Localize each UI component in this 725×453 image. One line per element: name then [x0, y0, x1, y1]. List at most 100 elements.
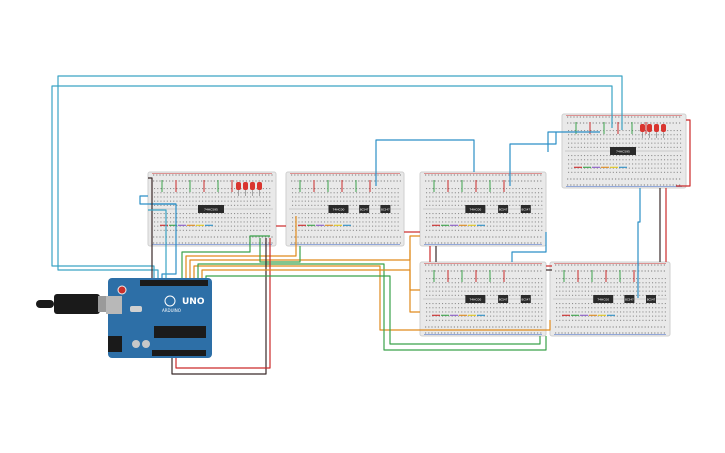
strip-hole	[333, 200, 335, 202]
strip-hole	[474, 229, 476, 231]
strip-hole	[221, 213, 223, 215]
rail-hole	[265, 236, 267, 238]
strip-hole	[596, 159, 598, 161]
strip-hole	[394, 225, 396, 227]
rail-hole	[599, 264, 601, 266]
rail-hole	[236, 236, 238, 238]
strip-hole	[556, 290, 558, 292]
strip-hole	[499, 278, 501, 280]
strip-hole	[388, 200, 390, 202]
strip-hole	[648, 311, 650, 313]
strip-hole	[676, 130, 678, 132]
strip-hole	[269, 196, 271, 198]
strip-hole	[499, 319, 501, 321]
rail-hole	[583, 332, 585, 334]
rail-hole	[567, 178, 569, 180]
strip-hole	[580, 163, 582, 165]
rail-hole	[191, 236, 193, 238]
strip-hole	[435, 303, 437, 305]
strip-hole	[454, 311, 456, 313]
strip-hole	[600, 311, 602, 313]
strip-hole	[250, 225, 252, 227]
rail-hole	[245, 180, 247, 182]
rail-hole	[201, 242, 203, 244]
strip-hole	[438, 278, 440, 280]
rail-hole	[374, 174, 376, 176]
strip-hole	[384, 229, 386, 231]
strip-hole	[673, 142, 675, 144]
strip-hole	[616, 294, 618, 296]
rail-hole	[619, 332, 621, 334]
rail-hole	[239, 180, 241, 182]
strip-hole	[680, 171, 682, 173]
strip-hole	[368, 213, 370, 215]
rail-hole	[469, 326, 471, 328]
strip-hole	[638, 142, 640, 144]
rail-hole	[514, 174, 516, 176]
reset-button-icon[interactable]	[117, 285, 127, 295]
strip-hole	[506, 229, 508, 231]
strip-hole	[584, 307, 586, 309]
strip-hole	[660, 155, 662, 157]
strip-hole	[256, 225, 258, 227]
rail-hole	[431, 332, 433, 334]
strip-hole	[525, 217, 527, 219]
strip-hole	[652, 290, 654, 292]
strip-hole	[636, 278, 638, 280]
strip-hole	[195, 221, 197, 223]
strip-hole	[435, 294, 437, 296]
strip-hole	[438, 196, 440, 198]
rail-hole	[220, 242, 222, 244]
rail-hole	[659, 116, 661, 118]
strip-hole	[616, 134, 618, 136]
rail-hole	[605, 122, 607, 124]
strip-hole	[458, 286, 460, 288]
rail-hole	[508, 332, 510, 334]
strip-hole	[648, 134, 650, 136]
strip-hole	[477, 286, 479, 288]
strip-hole	[432, 319, 434, 321]
strip-hole	[262, 225, 264, 227]
strip-hole	[314, 225, 316, 227]
strip-hole	[538, 217, 540, 219]
strip-hole	[378, 221, 380, 223]
strip-hole	[512, 319, 514, 321]
strip-hole	[636, 307, 638, 309]
arduino-uno-board[interactable]: UNO ARDUINO	[36, 278, 212, 358]
strip-hole	[609, 167, 611, 169]
strip-hole	[205, 229, 207, 231]
strip-hole	[259, 200, 261, 202]
strip-hole	[304, 196, 306, 198]
strip-hole	[368, 192, 370, 194]
strip-hole	[648, 163, 650, 165]
strip-hole	[160, 192, 162, 194]
strip-hole	[590, 130, 592, 132]
strip-hole	[301, 229, 303, 231]
strip-hole	[429, 311, 431, 313]
strip-hole	[259, 196, 261, 198]
rail-hole	[463, 332, 465, 334]
strip-hole	[375, 229, 377, 231]
strip-hole	[612, 130, 614, 132]
strip-hole	[474, 319, 476, 321]
strip-hole	[538, 192, 540, 194]
ic-chip-label: 74HC00	[469, 208, 481, 212]
strip-hole	[490, 196, 492, 198]
strip-hole	[515, 278, 517, 280]
strip-hole	[591, 311, 593, 313]
strip-hole	[493, 200, 495, 202]
strip-hole	[314, 204, 316, 206]
strip-hole	[359, 225, 361, 227]
strip-hole	[464, 303, 466, 305]
strip-hole	[652, 319, 654, 321]
strip-hole	[330, 196, 332, 198]
strip-hole	[426, 294, 428, 296]
strip-hole	[301, 192, 303, 194]
strip-hole	[458, 192, 460, 194]
strip-hole	[467, 303, 469, 305]
strip-hole	[394, 221, 396, 223]
strip-hole	[308, 217, 310, 219]
strip-hole	[493, 278, 495, 280]
small-ic	[359, 205, 370, 213]
strip-hole	[578, 294, 580, 296]
